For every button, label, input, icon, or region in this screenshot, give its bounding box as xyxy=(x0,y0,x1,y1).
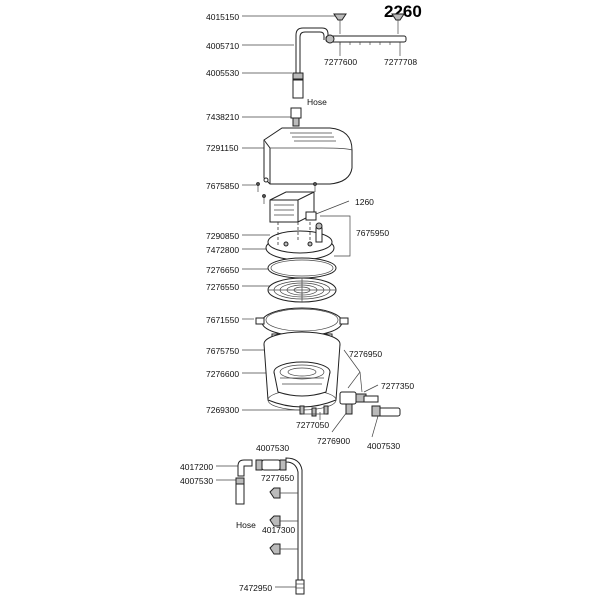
part-label-7277650: 7277650 xyxy=(261,473,295,483)
part-label-7290850: 7290850 xyxy=(206,231,240,241)
part-label-7291150: 7291150 xyxy=(206,143,239,153)
valve-block xyxy=(339,391,401,417)
part-label-7269300: 7269300 xyxy=(206,405,240,415)
part-label-4005530: 4005530 xyxy=(206,68,240,78)
intake-strainer-7472950 xyxy=(295,579,305,595)
part-label-7472950: 7472950 xyxy=(239,583,273,593)
connector-7438210 xyxy=(290,107,302,127)
intake-elbow-4017200 xyxy=(237,459,253,477)
canister-feet xyxy=(299,405,329,417)
part-label-4017200: 4017200 xyxy=(180,462,214,472)
canister-lid xyxy=(265,222,335,261)
spray-bar xyxy=(325,13,407,45)
suction-cups-4017300 xyxy=(269,487,298,555)
connector-4007530 xyxy=(235,477,245,505)
part-label-7277600: 7277600 xyxy=(324,57,358,67)
part-label-7675950: 7675950 xyxy=(356,228,390,238)
hose-label-top: Hose xyxy=(307,97,327,107)
part-label-4007530-left: 4007530 xyxy=(180,476,214,486)
part-label-7671550: 7671550 xyxy=(206,315,240,325)
screws-7675850 xyxy=(256,182,317,204)
part-label-7438210: 7438210 xyxy=(206,112,240,122)
intake-pipe xyxy=(285,457,303,581)
pump-head-cover xyxy=(263,127,353,185)
pump-motor xyxy=(269,191,317,223)
filter-basket xyxy=(273,361,331,397)
part-label-7675850: 7675850 xyxy=(206,181,240,191)
bracket-7675950 xyxy=(320,215,351,257)
part-label-1260: 1260 xyxy=(355,197,374,207)
part-label-7277350: 7277350 xyxy=(381,381,415,391)
part-label-7277708: 7277708 xyxy=(384,57,418,67)
part-label-4007530-right: 4007530 xyxy=(367,441,401,451)
outlet-pipe xyxy=(292,27,329,99)
part-label-7472800: 7472800 xyxy=(206,245,240,255)
leader-lines xyxy=(216,15,401,588)
part-label-7276650: 7276650 xyxy=(206,265,240,275)
hose-label-bottom: Hose xyxy=(236,520,256,530)
part-label-7276550: 7276550 xyxy=(206,282,240,292)
part-label-7276600: 7276600 xyxy=(206,369,240,379)
part-label-7675750: 7675750 xyxy=(206,346,240,356)
part-label-7276900: 7276900 xyxy=(317,436,351,446)
double-connector-7277650 xyxy=(255,459,287,471)
filter-grid-7276550 xyxy=(267,277,337,303)
part-label-7277050: 7277050 xyxy=(296,420,330,430)
part-label-4015150: 4015150 xyxy=(206,12,240,22)
part-label-7276950: 7276950 xyxy=(349,349,383,359)
o-ring-7276650 xyxy=(267,257,337,279)
part-label-4005710: 4005710 xyxy=(206,41,240,51)
part-label-4017300: 4017300 xyxy=(262,525,296,535)
part-label-4007530-top: 4007530 xyxy=(256,443,290,453)
